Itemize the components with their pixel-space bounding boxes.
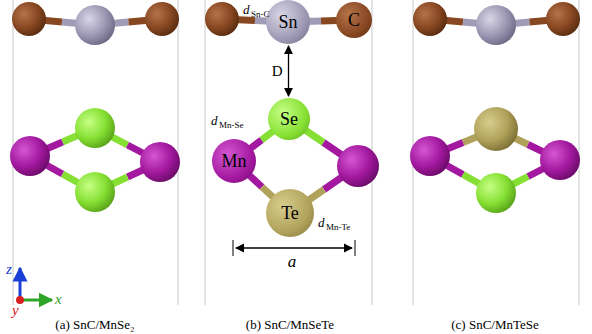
dimension-label: d (211, 114, 218, 127)
atom (75, 108, 115, 148)
axis-label: y (12, 303, 19, 318)
atom-node: C (336, 2, 372, 38)
atom (10, 136, 50, 176)
panel-caption: (c) SnC/MnTeSe (451, 318, 539, 331)
atom-node: Se (268, 98, 310, 140)
edge-label: D (272, 64, 283, 79)
atom-node: Mn (212, 139, 256, 183)
dimension-label: d (318, 216, 325, 229)
atom-label: Mn (221, 151, 246, 172)
dimension-label: d (243, 3, 250, 16)
panel-caption: (b) SnC/MnSeTe (246, 318, 334, 331)
dimension-label: Mn-Te (326, 223, 350, 232)
atom-node: Te (266, 189, 314, 237)
atom-label: Sn (278, 12, 297, 33)
axis-label: z (6, 262, 12, 277)
atom (75, 5, 115, 45)
distance-arrow (288, 46, 289, 96)
atom (546, 2, 580, 36)
atom (474, 107, 518, 151)
atom (413, 2, 447, 36)
atom (337, 145, 379, 187)
atom (12, 2, 46, 36)
atom (476, 173, 516, 213)
atom (410, 136, 450, 176)
dimension-label: a (286, 253, 299, 270)
atom (540, 140, 580, 180)
atom-label: Te (281, 203, 299, 224)
atom-label: C (348, 10, 360, 31)
atom-label: Se (280, 109, 298, 130)
atom (476, 5, 516, 45)
atom (140, 142, 180, 182)
dimension-label: Mn-Se (219, 121, 244, 130)
atom (145, 2, 179, 36)
atom (75, 172, 115, 212)
atom-node: Sn (266, 0, 310, 44)
axis-label: x (55, 292, 62, 307)
atom (205, 2, 239, 36)
panel-caption: (a) SnC/MnSe₂ (55, 318, 134, 331)
dimension-label: Sn-C (251, 10, 270, 19)
